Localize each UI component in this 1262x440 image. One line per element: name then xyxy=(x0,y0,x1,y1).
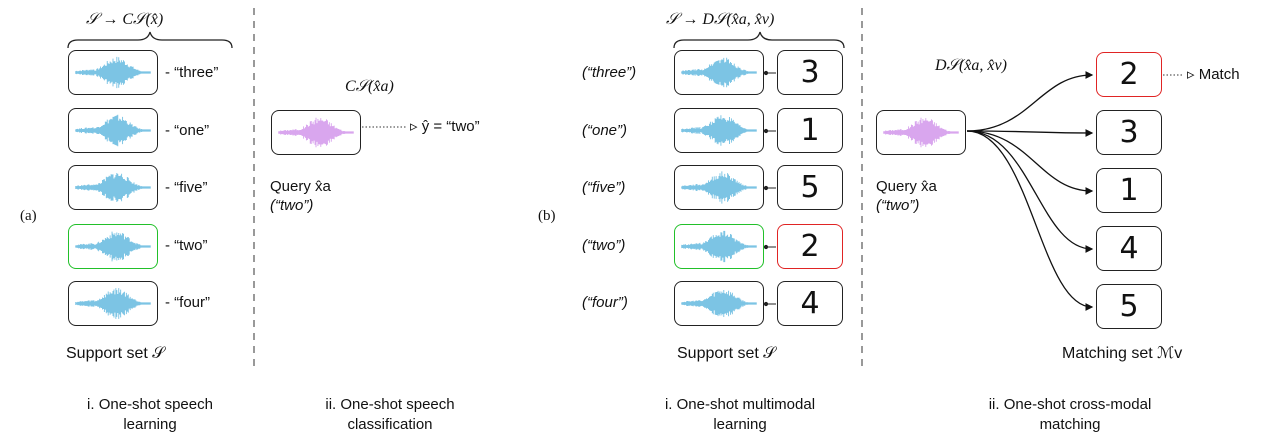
mm-support-digit-1: 1 xyxy=(777,108,843,153)
support-wave-two-selected xyxy=(68,224,158,269)
speech-waveform-icon xyxy=(681,115,757,146)
fanout-curves xyxy=(966,71,1094,311)
speech-waveform-icon xyxy=(75,172,151,203)
query-wave-a xyxy=(271,110,361,155)
support-label-three: - “three” xyxy=(165,64,219,81)
query-waveform-icon xyxy=(883,117,959,148)
prediction-text: ▹ ŷ = “two” xyxy=(410,118,480,135)
support-label-four: - “four” xyxy=(165,294,210,311)
caption-a-i-line2: learning xyxy=(123,416,177,433)
panel-a-label: (a) xyxy=(20,208,37,224)
caption-b-i: i. One-shot multimodal learning xyxy=(620,395,860,435)
matching-digit-2-match: 2 xyxy=(1096,52,1162,97)
mm-support-digit-2-selected: 2 xyxy=(777,224,843,269)
speech-waveform-icon xyxy=(681,290,757,317)
speech-waveform-icon xyxy=(681,57,757,88)
distance-formula: D𝒮(x̂a, x̂v) xyxy=(935,57,1007,74)
mm-support-wave-two-selected xyxy=(674,224,764,269)
caption-b-ii: ii. One-shot cross-modal matching xyxy=(950,395,1190,435)
support-set-caption: Support set 𝒮 xyxy=(66,345,165,362)
panel-a-brace-formula: 𝒮 → C𝒮(x̂) xyxy=(86,11,164,28)
mm-support-set-caption: Support set 𝒮 xyxy=(677,345,776,362)
caption-a-i-line1: i. One-shot speech xyxy=(87,396,213,413)
speech-waveform-icon xyxy=(75,114,151,147)
support-word-three: (“three”) xyxy=(582,64,637,81)
speech-waveform-icon xyxy=(681,171,757,204)
brace-a xyxy=(67,31,233,49)
panel-b-label: (b) xyxy=(538,208,556,224)
query-word-b: (“two”) xyxy=(876,197,920,214)
speech-waveform-icon xyxy=(681,230,757,263)
support-label-two: - “two” xyxy=(165,237,208,254)
query-waveform-icon xyxy=(278,117,354,148)
panel-b-brace-formula: 𝒮 → D𝒮(x̂a, x̂v) xyxy=(666,11,775,28)
support-word-two: (“two”) xyxy=(582,237,626,254)
query-word-a: (“two”) xyxy=(270,197,314,214)
mm-support-digit-4: 4 xyxy=(777,281,843,326)
mm-support-digit-3: 3 xyxy=(777,50,843,95)
speech-waveform-icon xyxy=(75,56,151,89)
caption-a-ii-line1: ii. One-shot speech xyxy=(325,396,455,413)
caption-b-i-line2: learning xyxy=(713,416,767,433)
matching-set-caption: Matching set ℳv xyxy=(1062,345,1183,362)
support-wave-three xyxy=(68,50,158,95)
query-label-b: Query x̂a xyxy=(876,178,937,195)
mm-support-wave-three xyxy=(674,50,764,95)
mm-support-wave-four xyxy=(674,281,764,326)
matching-digit-4: 4 xyxy=(1096,226,1162,271)
query-wave-b xyxy=(876,110,966,155)
caption-a-ii: ii. One-shot speech classification xyxy=(280,395,500,435)
pair-links xyxy=(763,70,776,307)
mm-support-digit-5: 5 xyxy=(777,165,843,210)
classifier-formula: C𝒮(x̂a) xyxy=(345,78,394,95)
support-label-five: - “five” xyxy=(165,179,208,196)
speech-waveform-icon xyxy=(75,231,151,262)
support-label-one: - “one” xyxy=(165,122,210,139)
caption-b-i-line1: i. One-shot multimodal xyxy=(664,396,816,413)
caption-a-i: i. One-shot speech learning xyxy=(40,395,260,435)
caption-b-ii-line1: ii. One-shot cross-modal xyxy=(988,396,1152,413)
brace-b xyxy=(673,31,845,49)
support-wave-five xyxy=(68,165,158,210)
support-word-one: (“one”) xyxy=(582,122,628,139)
matching-digit-1: 1 xyxy=(1096,168,1162,213)
matching-digit-3: 3 xyxy=(1096,110,1162,155)
support-wave-four xyxy=(68,281,158,326)
support-word-four: (“four”) xyxy=(582,294,628,311)
support-wave-one xyxy=(68,108,158,153)
matching-digit-5: 5 xyxy=(1096,284,1162,329)
query-label-a: Query x̂a xyxy=(270,178,331,195)
match-label: ▹ Match xyxy=(1187,66,1240,83)
mm-support-wave-five xyxy=(674,165,764,210)
caption-b-ii-line2: matching xyxy=(1039,416,1101,433)
mm-support-wave-one xyxy=(674,108,764,153)
caption-a-ii-line2: classification xyxy=(347,416,433,433)
support-word-five: (“five”) xyxy=(582,179,626,196)
speech-waveform-icon xyxy=(75,288,151,319)
